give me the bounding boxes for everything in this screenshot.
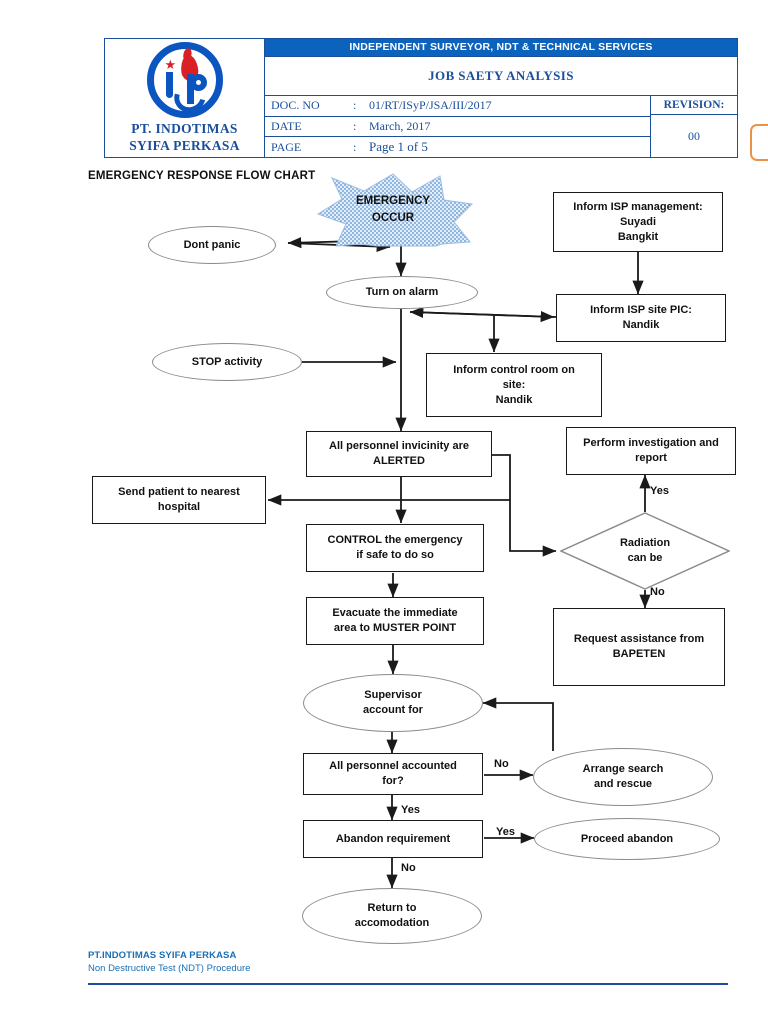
node-evacuate-muster-point: Evacuate the immediate area to MUSTER PO… (306, 597, 484, 645)
node-inform-isp-management: Inform ISP management: Suyadi Bangkit (553, 192, 723, 252)
inform-isp-management-line1: Inform ISP management: (573, 200, 703, 213)
header-meta-rows: DOC. NO : 01/RT/ISyP/JSA/III/2017 DATE :… (265, 96, 737, 157)
docno-colon: : (353, 98, 357, 113)
company-name-line2: SYIFA PERKASA (129, 138, 240, 153)
all-accounted-line1: All personnel accounted (329, 760, 457, 772)
proceed-abandon-label: Proceed abandon (580, 832, 674, 845)
header-banner: INDEPENDENT SURVEYOR, NDT & TECHNICAL SE… (265, 39, 737, 57)
inform-isp-site-pic-line2: Nandik (622, 319, 660, 331)
revision-value: 00 (688, 128, 700, 143)
all-personnel-alerted-line2: ALERTED (373, 455, 425, 467)
header-row-page: PAGE : Page 1 of 5 (265, 137, 650, 157)
page-label: PAGE (271, 139, 302, 154)
supervisor-line2: account for (363, 704, 423, 716)
inform-control-room-line2: site: (502, 378, 526, 391)
send-patient-line1: Send patient to nearest (118, 486, 240, 498)
node-supervisor-account-for: Supervisor account for (303, 674, 483, 732)
edge-label-accounted-no: No (494, 758, 509, 770)
turn-on-alarm-label: Turn on alarm (365, 286, 439, 298)
edge-label-accounted-yes: Yes (401, 804, 420, 816)
date-value: March, 2017 (369, 119, 431, 133)
inform-isp-management-line2: Suyadi (619, 215, 657, 228)
page-colon: : (353, 139, 357, 154)
dont-panic-label: Dont panic (183, 238, 241, 251)
node-perform-investigation: Perform investigation and report (566, 427, 736, 475)
node-proceed-abandon: Proceed abandon (534, 818, 720, 860)
document-title: JOB SAETY ANALYSIS (265, 57, 737, 96)
edge-label-abandon-yes: Yes (496, 826, 515, 838)
node-all-personnel-accounted: All personnel accounted for? (303, 753, 483, 795)
edge-label-radiation-yes: Yes (650, 485, 669, 497)
header-row-docno: DOC. NO : 01/RT/ISyP/JSA/III/2017 (265, 96, 650, 117)
node-radiation-decision: Radiation can be (559, 512, 731, 590)
node-inform-isp-site-pic: Inform ISP site PIC: Nandik (556, 294, 726, 342)
request-bapeten-line1: Request assistance from (573, 633, 705, 645)
emergency-occur-line2: OCCUR (371, 212, 415, 224)
node-dont-panic: Dont panic (148, 226, 276, 264)
docno-label: DOC. NO (271, 98, 320, 113)
company-logo-icon: ★ (146, 42, 223, 118)
evacuate-line2: area to MUSTER POINT (333, 622, 457, 634)
date-label: DATE (271, 119, 302, 133)
supervisor-line1: Supervisor (364, 689, 422, 701)
company-name: PT. INDOTIMAS SYIFA PERKASA (129, 120, 240, 154)
control-emergency-line2: if safe to do so (356, 549, 434, 561)
document-header-table: ★ PT. INDOTIMAS SYIFA PERKASA INDEPENDEN… (104, 38, 738, 158)
node-arrange-search-rescue: Arrange search and rescue (533, 748, 713, 806)
arrange-search-line2: and rescue (593, 778, 653, 790)
node-return-accomodation: Return to accomodation (302, 888, 482, 944)
footer-divider (88, 983, 728, 985)
company-name-line1: PT. INDOTIMAS (131, 121, 238, 136)
control-emergency-line1: CONTROL the emergency (327, 534, 463, 546)
logo-cell: ★ PT. INDOTIMAS SYIFA PERKASA (105, 39, 265, 157)
return-line1: Return to (367, 902, 417, 914)
request-bapeten-line2: BAPETEN (612, 648, 666, 660)
all-personnel-alerted-line1: All personnel invicinity are (329, 440, 469, 452)
perform-investigation-line2: report (635, 452, 667, 464)
node-all-personnel-alerted: All personnel invicinity are ALERTED (306, 431, 492, 477)
orange-rounded-tab (750, 124, 768, 161)
node-stop-activity: STOP activity (152, 343, 302, 381)
diamond-shape (559, 512, 731, 590)
inform-isp-management-line3: Bangkit (617, 230, 659, 243)
node-turn-on-alarm: Turn on alarm (326, 276, 478, 309)
page-footer: PT.INDOTIMAS SYIFA PERKASA Non Destructi… (88, 950, 250, 974)
node-request-bapeten: Request assistance from BAPETEN (553, 608, 725, 686)
emergency-star-shape (316, 173, 474, 247)
page-value: Page 1 of 5 (369, 139, 428, 155)
node-send-patient-hospital: Send patient to nearest hospital (92, 476, 266, 524)
emergency-occur-line1: EMERGENCY (355, 195, 431, 207)
header-right: INDEPENDENT SURVEYOR, NDT & TECHNICAL SE… (265, 39, 737, 157)
perform-investigation-line1: Perform investigation and (583, 437, 719, 449)
abandon-requirement-label: Abandon requirement (335, 832, 451, 845)
send-patient-line2: hospital (157, 501, 201, 513)
node-emergency-occur: EMERGENCY OCCUR (316, 174, 470, 246)
docno-value: 01/RT/ISyP/JSA/III/2017 (369, 98, 492, 113)
edge-label-abandon-no: No (401, 862, 416, 874)
inform-control-room-line1: Inform control room on (453, 363, 575, 376)
date-colon: : (353, 119, 357, 133)
radiation-line2: can be (627, 552, 663, 564)
flowchart-title: EMERGENCY RESPONSE FLOW CHART (88, 170, 316, 182)
all-accounted-line2: for? (382, 775, 404, 787)
revision-cell: REVISION: 00 (651, 96, 737, 157)
edge-label-radiation-no: No (650, 586, 665, 598)
node-abandon-requirement: Abandon requirement (303, 820, 483, 858)
arrange-search-line1: Arrange search (582, 763, 664, 775)
radiation-line1: Radiation (619, 537, 671, 549)
node-inform-control-room: Inform control room on site: Nandik (426, 353, 602, 417)
evacuate-line1: Evacuate the immediate (332, 607, 458, 619)
footer-company: PT.INDOTIMAS SYIFA PERKASA (88, 950, 237, 961)
inform-isp-site-pic-line1: Inform ISP site PIC: (590, 304, 692, 316)
inform-control-room-line3: Nandik (495, 393, 533, 406)
stop-activity-label: STOP activity (191, 355, 263, 368)
node-control-emergency: CONTROL the emergency if safe to do so (306, 524, 484, 572)
header-row-date: DATE : March, 2017 (265, 117, 650, 138)
footer-subtitle: Non Destructive Test (NDT) Procedure (88, 963, 251, 974)
return-line2: accomodation (354, 917, 430, 929)
header-fields: DOC. NO : 01/RT/ISyP/JSA/III/2017 DATE :… (265, 96, 651, 157)
revision-label: REVISION: (651, 96, 737, 115)
